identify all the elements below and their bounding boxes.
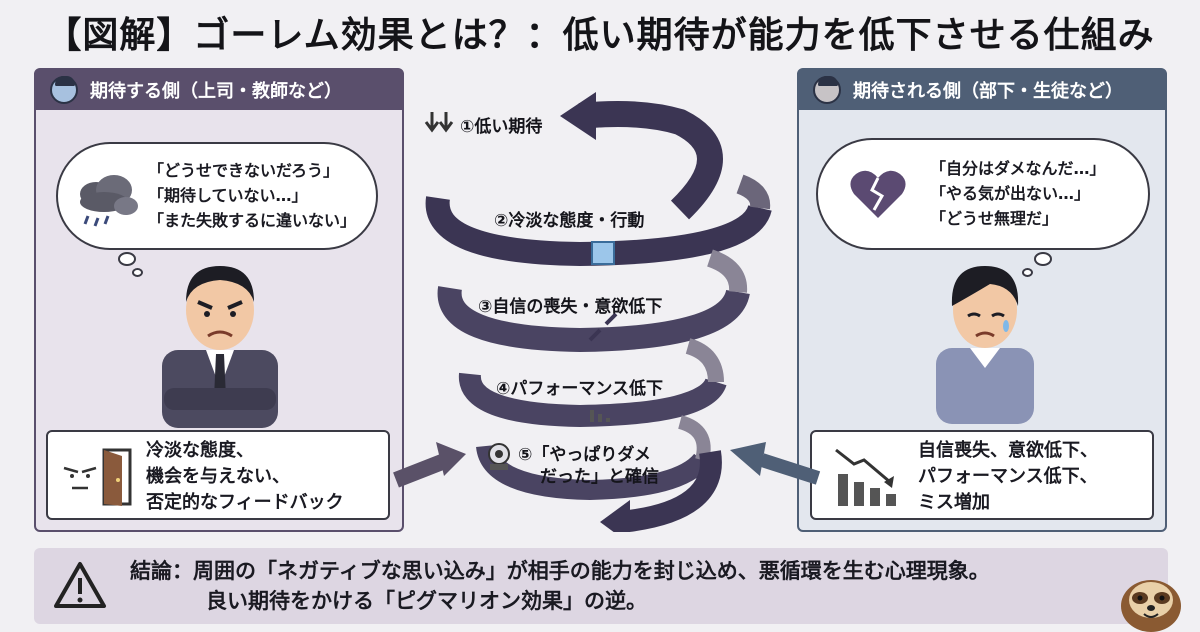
expected-result-1: 自信喪失、意欲低下、: [918, 440, 1098, 461]
conclusion-line-1: 結論：周囲の「ネガティブな思い込み」が相手の能力を封じ込め、悪循環を生む心理現象…: [130, 559, 990, 583]
step-5-label-line2: だった」と確信: [540, 467, 659, 487]
camera-check-icon: [488, 443, 510, 470]
expected-result-3: ミス増加: [918, 492, 990, 513]
expecter-thought-bubble: 「どうせできないだろう」 「期待していない…」 「また失敗するに違いない」: [56, 142, 378, 250]
expected-result-2: パフォーマンス低下、: [918, 466, 1098, 487]
warning-icon: [54, 562, 106, 608]
broken-heart-icon: [850, 170, 906, 218]
step-4-label: ④パフォーマンス低下: [496, 379, 664, 399]
expecter-thought-1: 「どうせできないだろう」: [148, 161, 340, 180]
step-1-label: ①低い期待: [460, 117, 543, 137]
boss-figure-image: [162, 266, 278, 428]
subordinate-figure-image: [936, 266, 1034, 424]
expecter-behavior-1: 冷淡な態度、: [146, 440, 254, 461]
page-title: 【図解】ゴーレム効果とは？：低い期待が能力を低下させる仕組み: [45, 15, 1155, 56]
spiral-to-right-arrow: [730, 442, 821, 485]
ice-cube-icon: [591, 241, 615, 265]
broken-chain-icon: [588, 312, 618, 342]
thought-dot: [1022, 268, 1033, 277]
expecter-panel-header: 期待する側（上司・教師など）: [36, 70, 402, 110]
storm-cloud-icon: [80, 175, 138, 227]
down-chart-icon: [590, 410, 594, 422]
expecter-thought-3: 「また失敗するに違いない」: [148, 211, 357, 230]
conclusion-box: 結論：周囲の「ネガティブな思い込み」が相手の能力を封じ込め、悪循環を生む心理現象…: [34, 548, 1168, 624]
expected-thought-3: 「どうせ無理だ」: [930, 209, 1059, 228]
thought-dot: [118, 252, 136, 266]
conclusion-line-2: 良い期待をかける「ピグマリオン効果」の逆。: [206, 589, 647, 613]
thought-dot: [132, 268, 143, 277]
step-3-label: ③自信の喪失・意欲低下: [478, 297, 663, 317]
thought-dot: [1034, 252, 1052, 266]
expected-thought-1: 「自分はダメなんだ…」: [930, 159, 1106, 178]
subordinate-avatar-icon: [813, 76, 841, 104]
expecter-behavior-box: 冷淡な態度、 機会を与えない、 否定的なフィードバック: [46, 430, 390, 520]
vicious-cycle-spiral: [425, 92, 772, 532]
step-5-label-line1: ⑤「やっぱりダメ: [518, 445, 651, 465]
down-arrows-icon: [424, 112, 454, 133]
declining-chart-icon: [835, 448, 896, 506]
expected-panel-title: 期待される側（部下・生徒など）: [853, 81, 1123, 102]
left-to-spiral-arrow: [393, 442, 466, 488]
expected-thought-2: 「やる気が出ない…」: [930, 184, 1091, 203]
expecter-panel-title: 期待する側（上司・教師など）: [90, 81, 342, 102]
expected-panel-header: 期待される側（部下・生徒など）: [799, 70, 1165, 110]
step-2-label: ②冷淡な態度・行動: [494, 211, 645, 231]
expected-result-box: 自信喪失、意欲低下、 パフォーマンス低下、 ミス増加: [810, 430, 1154, 520]
expected-thought-bubble: 「自分はダメなんだ…」 「やる気が出ない…」 「どうせ無理だ」: [816, 138, 1150, 250]
expecter-behavior-2: 機会を与えない、: [146, 466, 290, 487]
expecter-thought-2: 「期待していない…」: [148, 186, 308, 205]
closed-door-icon: [63, 448, 132, 506]
boss-avatar-icon: [50, 76, 78, 104]
sloth-mascot-icon: [1121, 580, 1181, 632]
expecter-behavior-3: 否定的なフィードバック: [146, 492, 344, 513]
